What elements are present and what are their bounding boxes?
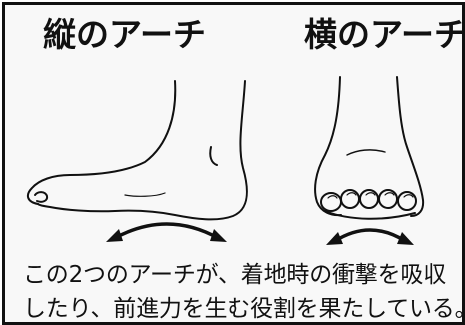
foot-front-sole [325,211,415,219]
foot-side-outline-back [38,81,247,219]
foot-side-instep [125,193,165,196]
foot-side-view-icon [5,5,305,255]
foot-side-ankle [210,147,217,165]
transverse-arch-arrow [335,230,405,241]
caption-line-2: したり、前進力を生む役割を果たしている。 [23,292,453,325]
longitudinal-arch-arrow [115,224,218,238]
longitudinal-arrow-head-left [106,229,123,242]
foot-side-outline-top [28,81,175,204]
transverse-arrow-head-right [397,232,414,245]
foot-front-view-icon [295,5,465,255]
caption: この2つのアーチが、着地時の衝撃を吸収 したり、前進力を生む役割を果たしている。 [23,258,453,325]
transverse-arrow-head-left [326,232,343,245]
longitudinal-arrow-head-right [210,229,227,242]
foot-front-ankle [347,150,385,155]
foot-side-big-toe [35,192,47,202]
caption-line-1: この2つのアーチが、着地時の衝撃を吸収 [23,258,453,292]
